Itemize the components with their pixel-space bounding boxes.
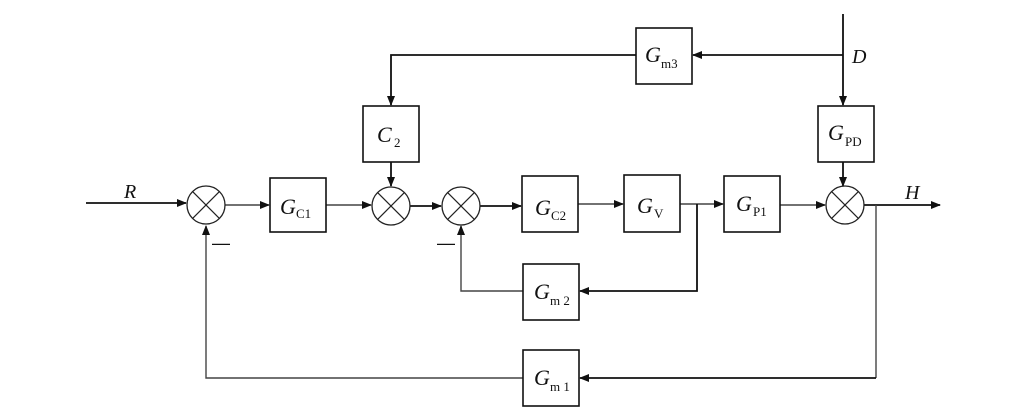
wires	[86, 14, 941, 382]
block-gv-sub: V	[654, 206, 664, 221]
signal-d-label: D	[851, 46, 867, 68]
block-gc1-sub: C1	[296, 206, 311, 221]
block-gc1-main: G	[280, 194, 296, 219]
block-gm3-sub: m3	[661, 56, 678, 71]
wire-inner-feedback	[579, 204, 698, 295]
signal-h-label: H	[904, 182, 921, 204]
block-gm1-main: G	[534, 365, 550, 390]
block-c2: C 2	[362, 105, 420, 163]
block-gp1-sub: P1	[753, 204, 767, 219]
block-c2-main: C	[377, 122, 392, 147]
summing-junction-s2	[371, 186, 411, 226]
block-gm1: G m 1	[522, 349, 580, 407]
block-gpd-sub: PD	[845, 134, 862, 149]
block-gv-main: G	[637, 193, 653, 218]
block-gm2: G m 2	[522, 263, 580, 321]
summing-junction-s1	[186, 185, 226, 225]
wire-gm1-to-s1	[202, 225, 523, 379]
block-gm3-main: G	[645, 42, 661, 67]
wire-gm2-to-s3	[457, 225, 523, 292]
block-gpd: G PD	[817, 105, 875, 163]
minus-sign-s3: —	[437, 233, 455, 253]
wire-gm3-to-c2	[387, 54, 636, 106]
block-gc2: G C2	[521, 175, 579, 233]
block-gp1: G P1	[723, 175, 781, 233]
block-gm3: G m3	[635, 27, 693, 85]
block-gc1: G C1	[269, 177, 327, 233]
block-gm2-sub: m 2	[550, 293, 570, 308]
block-gpd-main: G	[828, 120, 844, 145]
signal-r-label: R	[123, 181, 136, 203]
block-gc2-sub: C2	[551, 208, 566, 223]
block-c2-sub: 2	[394, 135, 401, 150]
minus-sign-s1: —	[212, 233, 230, 253]
block-gm1-sub: m 1	[550, 379, 570, 394]
block-gv: G V	[623, 174, 681, 233]
block-gp1-main: G	[736, 191, 752, 216]
summing-junction-s3	[441, 186, 481, 226]
block-gm2-main: G	[534, 279, 550, 304]
summing-junction-s4	[825, 185, 865, 225]
block-gc2-main: G	[535, 195, 551, 220]
